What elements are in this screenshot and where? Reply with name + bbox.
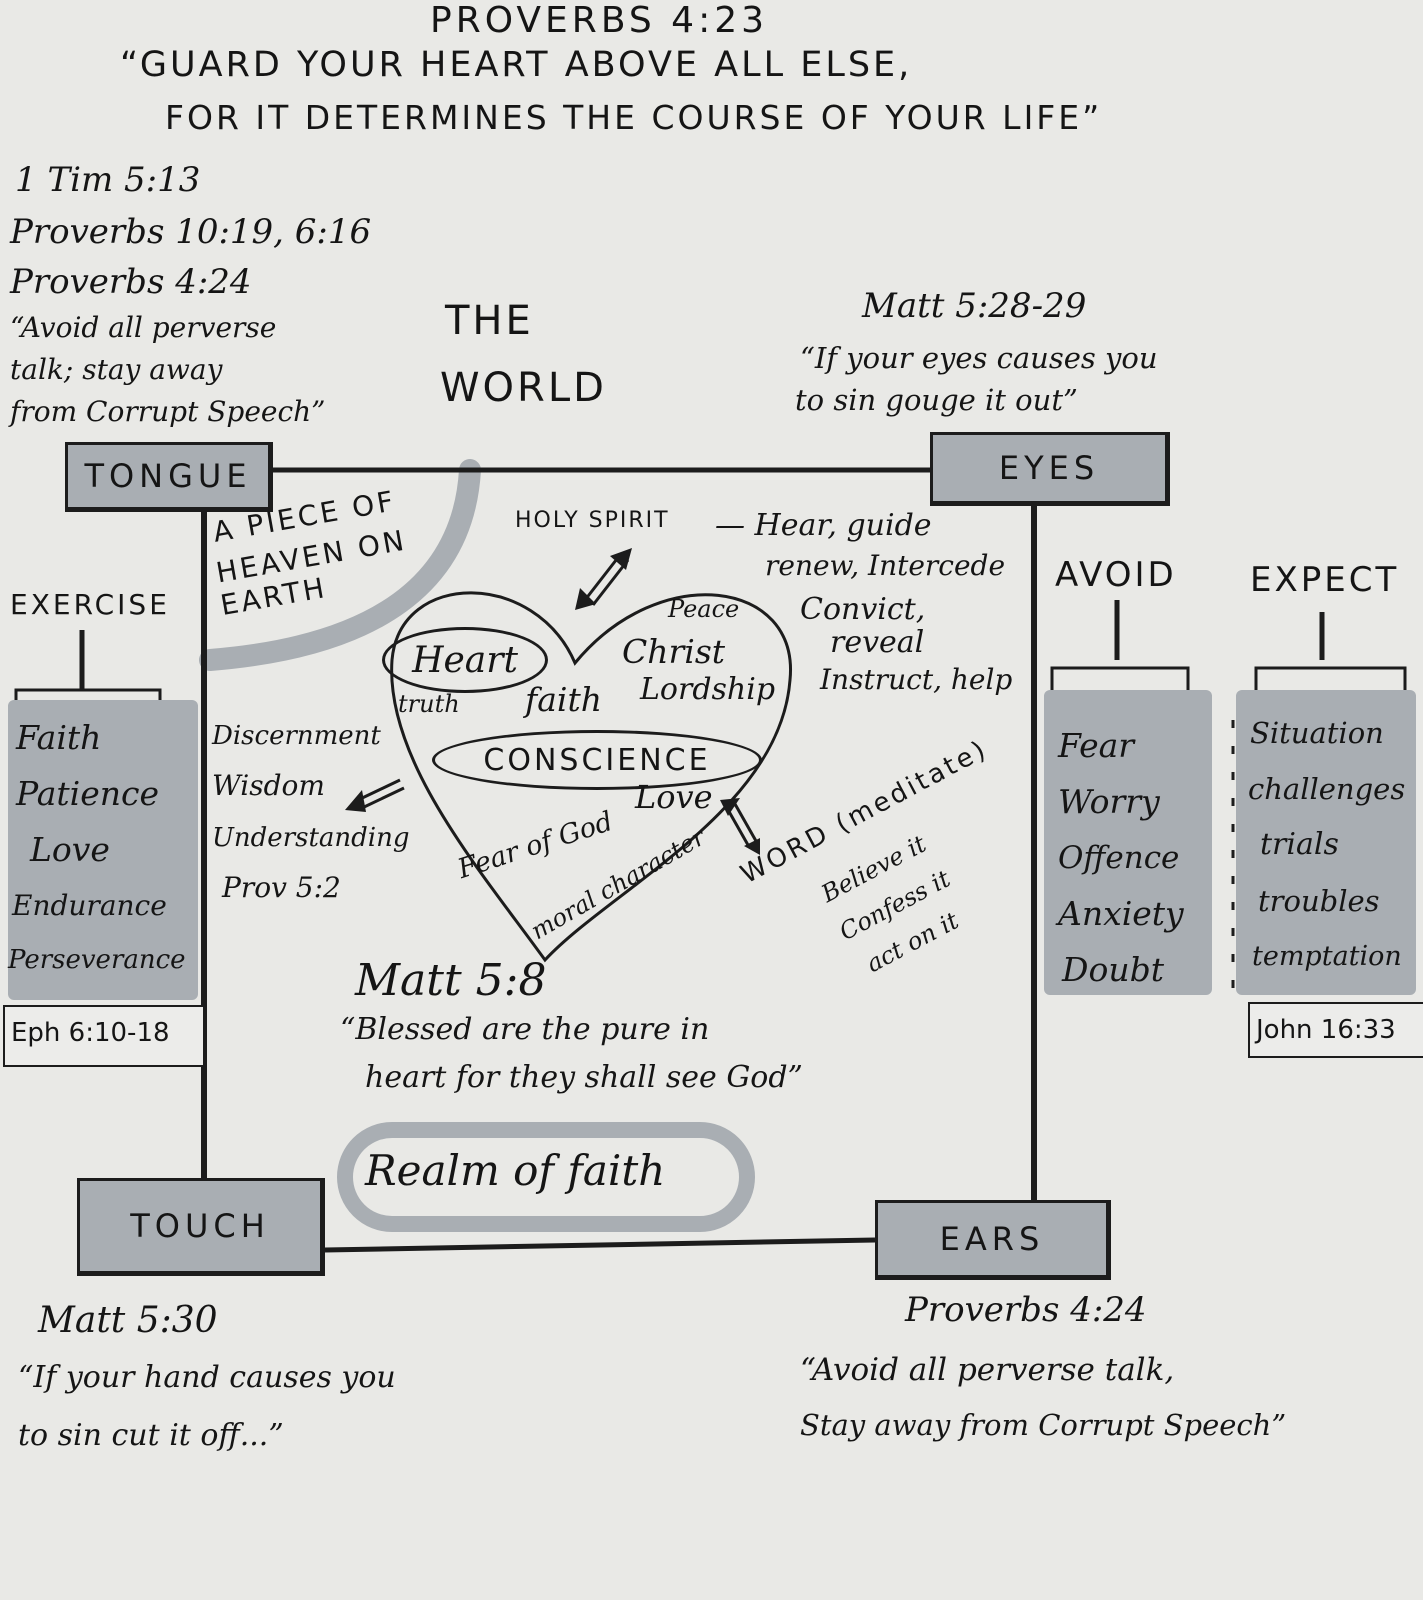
- tongue-quote-line1: “Avoid all perverse: [10, 311, 277, 344]
- heart-truth: truth: [398, 690, 460, 718]
- header-quote-line2: FOR IT DETERMINES THE COURSE OF YOUR LIF…: [165, 98, 1103, 137]
- holy-spirit-arrow: [583, 554, 622, 601]
- realm-of-faith: Realm of faith: [365, 1146, 666, 1195]
- touch-ref: Matt 5:30: [38, 1300, 218, 1341]
- realm-band: [337, 1122, 755, 1232]
- tongue-ref-3: Proverbs 4:24: [10, 262, 252, 302]
- exercise-shade: [8, 700, 198, 1000]
- expect-ref: John 16:33: [1248, 1002, 1423, 1058]
- exercise-item-2: Love: [30, 830, 110, 869]
- expect-item-1: challenges: [1248, 772, 1406, 806]
- matt58-quote-line1: “Blessed are the pure in: [340, 1012, 710, 1047]
- eyes-box: EYES: [930, 432, 1170, 506]
- matt58-ref: Matt 5:8: [355, 955, 547, 1006]
- heart-christ: Christ: [622, 632, 726, 671]
- holy-spirit-roles-5: Instruct, help: [820, 663, 1013, 696]
- exercise-item-1: Patience: [16, 774, 160, 813]
- heart-label-oval: Heart: [382, 627, 548, 693]
- holy-spirit-roles-4: reveal: [830, 625, 925, 660]
- exercise-item-4: Perseverance: [8, 945, 186, 975]
- wisdom-line3: Understanding: [212, 823, 410, 853]
- tongue-ref-1: 1 Tim 5:13: [15, 160, 201, 200]
- tongue-quote-line2: talk; stay away: [10, 353, 223, 386]
- heart-label: Heart: [412, 639, 518, 681]
- heart-faith: faith: [525, 680, 602, 719]
- conscience-oval: CONSCIENCE: [432, 730, 762, 790]
- expect-item-3: troubles: [1258, 884, 1380, 918]
- heart-conscience: CONSCIENCE: [483, 742, 711, 778]
- touch-quote-line1: “If your hand causes you: [18, 1360, 396, 1395]
- avoid-item-4: Doubt: [1062, 950, 1164, 989]
- header-title: PROVERBS 4:23: [430, 0, 769, 41]
- holy-spirit-roles-3: Convict,: [800, 592, 926, 627]
- world-label-line2: WORLD: [440, 365, 607, 411]
- avoid-item-0: Fear: [1058, 726, 1135, 765]
- exercise-header: EXERCISE: [10, 588, 170, 621]
- holy-spirit-roles-1: — Hear, guide: [715, 508, 932, 543]
- wisdom-line1: Discernment: [212, 721, 381, 751]
- avoid-item-2: Offence: [1058, 840, 1180, 876]
- wisdom-line2: Wisdom: [212, 769, 325, 802]
- expect-shade: [1236, 690, 1416, 995]
- ears-quote-line1: “Avoid all perverse talk,: [800, 1352, 1175, 1388]
- expect-item-4: temptation: [1252, 941, 1402, 972]
- heart-love: Love: [635, 778, 713, 816]
- ears-box: EARS: [875, 1200, 1111, 1280]
- exercise-ref: Eph 6:10-18: [3, 1005, 205, 1067]
- avoid-shade: [1044, 690, 1212, 995]
- expect-header: EXPECT: [1250, 560, 1400, 600]
- wisdom-arrow: [357, 778, 401, 802]
- ears-ref: Proverbs 4:24: [905, 1290, 1147, 1330]
- word-arrow: [725, 807, 750, 846]
- world-label-line1: THE: [445, 298, 534, 344]
- avoid-item-3: Anxiety: [1058, 894, 1184, 933]
- heart-lordship: Lordship: [640, 672, 776, 707]
- expect-item-0: Situation: [1250, 716, 1384, 750]
- matt58-quote-line2: heart for they shall see God”: [365, 1060, 803, 1095]
- tongue-quote-line3: from Corrupt Speech”: [10, 395, 326, 428]
- avoid-header: AVOID: [1055, 555, 1177, 595]
- exercise-item-0: Faith: [16, 718, 102, 757]
- holy-spirit-roles-2: renew, Intercede: [765, 549, 1006, 582]
- eyes-ref: Matt 5:28-29: [862, 286, 1087, 326]
- avoid-item-1: Worry: [1058, 782, 1160, 821]
- eyes-quote-line1: “If your eyes causes you: [800, 341, 1158, 375]
- eyes-quote-line2: to sin gouge it out”: [795, 383, 1078, 417]
- heart-shape: [390, 591, 792, 963]
- wisdom-line4: Prov 5:2: [222, 871, 341, 904]
- expect-item-2: trials: [1260, 827, 1339, 862]
- heaven-band: [199, 459, 481, 671]
- touch-quote-line2: to sin cut it off...”: [18, 1418, 284, 1453]
- header-quote-line1: “GUARD YOUR HEART ABOVE ALL ELSE,: [120, 45, 913, 85]
- tongue-box: TONGUE: [65, 442, 273, 512]
- touch-box: TOUCH: [77, 1178, 325, 1276]
- ears-quote-line2: Stay away from Corrupt Speech”: [800, 1408, 1287, 1442]
- bottom-edge: [324, 1237, 876, 1253]
- holy-spirit-label: HOLY SPIRIT: [515, 508, 670, 533]
- tongue-ref-2: Proverbs 10:19, 6:16: [10, 212, 372, 252]
- exercise-item-3: Endurance: [12, 889, 167, 922]
- heart-peace: Peace: [668, 595, 740, 623]
